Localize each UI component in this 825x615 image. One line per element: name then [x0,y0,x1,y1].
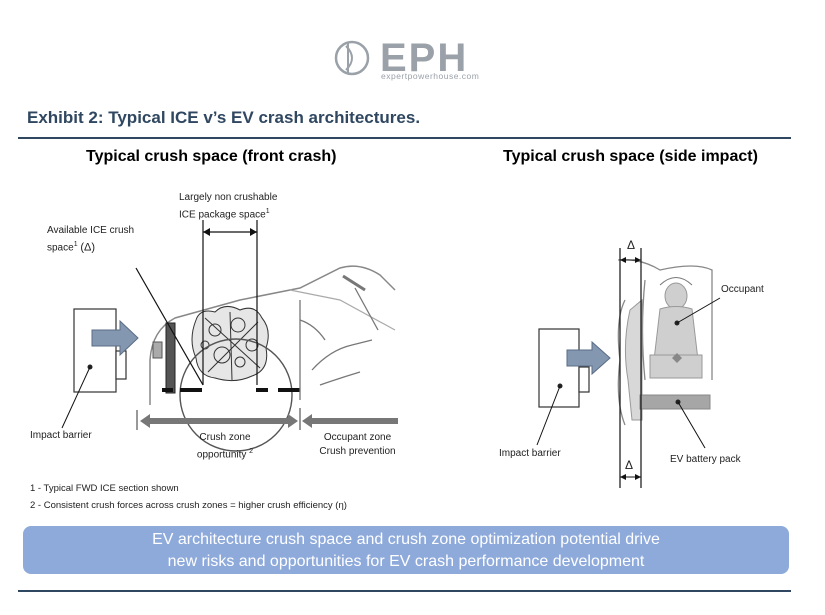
front-crash-title: Typical crush space (front crash) [86,148,337,165]
crush-zone-label: Crush zone opportunity 2 [196,432,254,461]
occupant-figure [649,277,703,379]
occupant-label: Occupant [721,284,764,295]
occupant-zone-label: Occupant zone Crush prevention [319,432,396,457]
front-crash-drawing [61,220,398,452]
top-divider [18,137,791,139]
side-impact-barrier-label: Impact barrier [499,448,561,459]
battery-pack-label: EV battery pack [670,454,741,465]
package-space-label: Largely non crushable ICE package space1 [179,192,278,221]
logo-wordmark: EPH [380,36,469,80]
exhibit-title: Exhibit 2: Typical ICE v’s EV crash arch… [27,108,421,127]
available-crush-space-label: Available ICE crush space1 (Δ) [47,225,135,254]
footnote-2: 2 - Consistent crush forces across crush… [30,500,347,511]
side-impact-arrow-icon [566,340,611,376]
front-impact-arrow-icon [91,319,139,357]
delta-bottom-label: Δ [625,458,634,472]
front-wheel-outline [179,338,293,452]
bottom-divider [18,590,791,592]
logo-domain: expertpowerhouse.com [381,71,480,81]
front-impact-barrier-block [73,308,117,393]
banner-line-2: new risks and opportunities for EV crash… [167,553,645,570]
side-impact-title: Typical crush space (side impact) [503,148,758,165]
battery-pack-block [639,394,711,410]
side-impact-drawing [536,248,721,488]
summary-banner: EV architecture crush space and crush zo… [23,526,789,574]
side-impact-barrier-block [538,328,580,408]
delta-top-label: Δ [627,238,636,252]
front-impact-barrier-label: Impact barrier [30,430,92,441]
footnote-1: 1 - Typical FWD ICE section shown [30,483,179,494]
banner-line-1: EV architecture crush space and crush zo… [152,531,660,548]
